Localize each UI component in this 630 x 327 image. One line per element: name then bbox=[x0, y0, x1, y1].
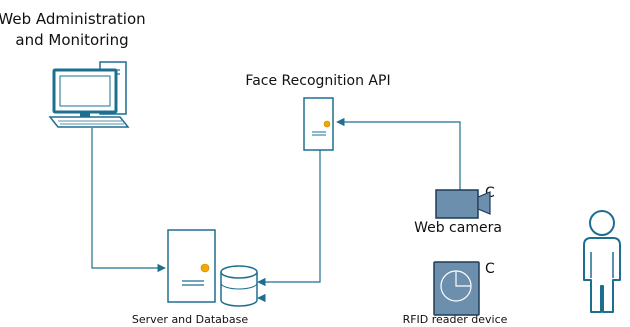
server-icon bbox=[167, 229, 216, 303]
server-label: Server and Database bbox=[132, 313, 248, 326]
person-icon bbox=[583, 210, 621, 313]
web-camera-label: Web camera bbox=[414, 220, 502, 236]
face-api-label: Face Recognition API bbox=[245, 73, 390, 89]
connector-admin-to-server bbox=[91, 128, 166, 273]
web-camera-icon bbox=[435, 189, 491, 219]
database-icon bbox=[220, 265, 258, 307]
rfid-tag: C bbox=[485, 261, 495, 277]
computer-icon bbox=[48, 61, 130, 128]
connector-face-api-to-database bbox=[257, 150, 321, 287]
rfid-label: RFID reader device bbox=[403, 313, 508, 326]
connector-camera-to-face-api bbox=[336, 117, 461, 190]
face-api-server-icon bbox=[303, 97, 334, 151]
web-admin-label-line2: and Monitoring bbox=[15, 31, 128, 49]
web-admin-label-line1: Web Administration bbox=[0, 10, 146, 28]
rfid-reader-icon bbox=[433, 261, 480, 316]
